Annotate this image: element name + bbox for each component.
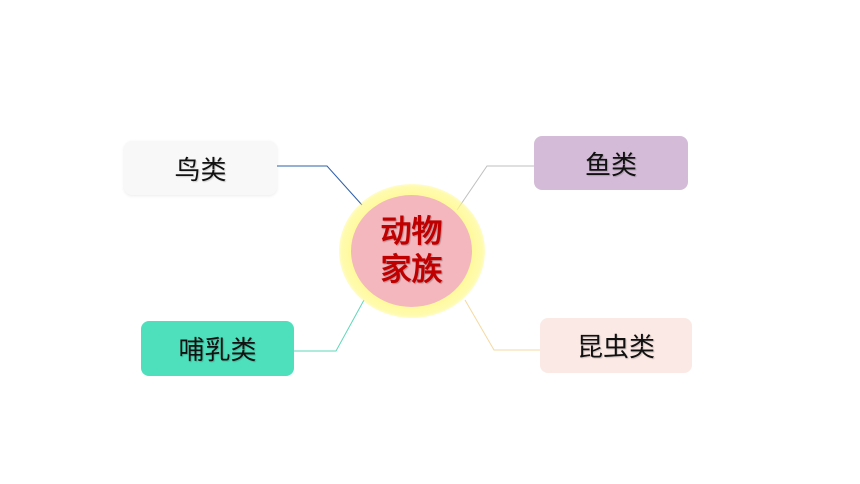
branch-label-fish: 鱼类: [584, 150, 637, 181]
connector-mammals: [294, 299, 365, 352]
connector-birds: [277, 165, 363, 206]
center-title-line-2: 家族: [380, 252, 443, 288]
branch-label-insects: 昆虫类: [576, 333, 655, 363]
branch-node-fish[interactable]: 鱼类: [534, 136, 688, 190]
center-node[interactable]: 动物 家族: [351, 195, 472, 307]
branch-node-birds[interactable]: 鸟类: [124, 141, 277, 195]
branch-node-insects[interactable]: 昆虫类: [540, 318, 692, 373]
connector-fish: [456, 165, 534, 211]
center-title-line-1: 动物: [380, 214, 443, 250]
branch-node-mammals[interactable]: 哺乳类: [141, 321, 294, 376]
connector-insects: [464, 299, 540, 351]
branch-label-mammals: 哺乳类: [178, 336, 257, 366]
branch-label-birds: 鸟类: [174, 155, 227, 186]
